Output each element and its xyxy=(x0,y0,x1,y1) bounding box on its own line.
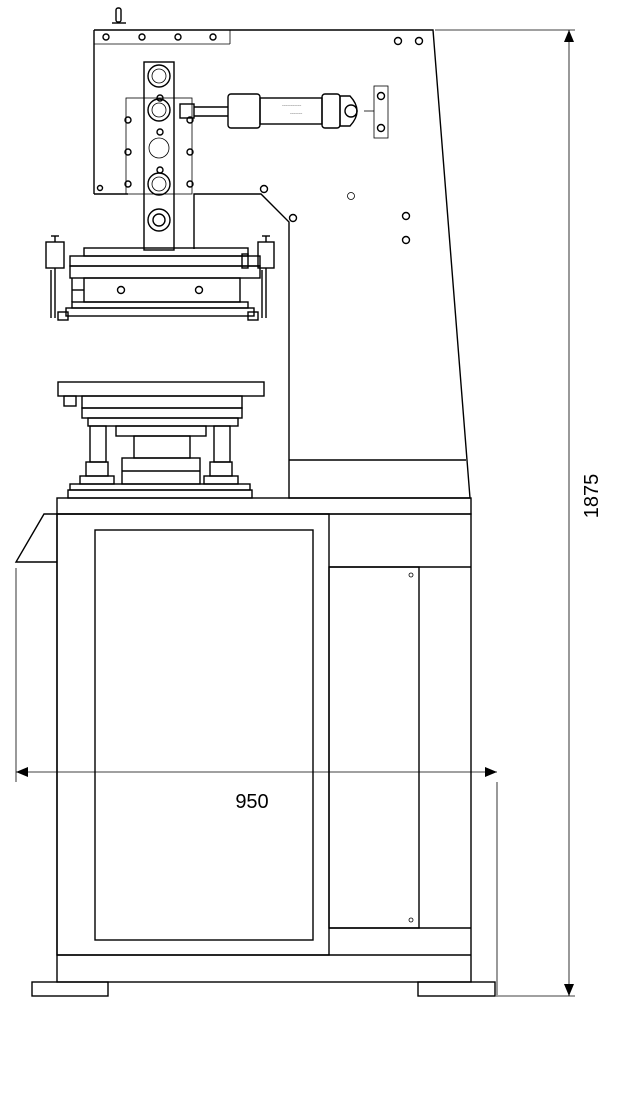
side-tray xyxy=(14,513,57,563)
cabinet-top xyxy=(56,497,472,515)
cabinet xyxy=(14,497,496,997)
cabinet-door-frame xyxy=(56,513,330,956)
frame-bolts xyxy=(96,36,424,245)
machine-head: ~~~~~~~~~~~ ~~~~~~~ xyxy=(93,7,471,499)
width-label: 950 xyxy=(235,791,268,813)
pneumatic-cylinder: ~~~~~~~~~~~ ~~~~~~~ xyxy=(179,85,389,139)
height-dimension xyxy=(435,29,575,997)
top-holes xyxy=(102,33,217,41)
c-frame-outline xyxy=(94,29,471,499)
arrow-down-icon xyxy=(564,984,574,996)
svg-text:~~~~~~~: ~~~~~~~ xyxy=(290,111,303,115)
svg-text:~~~~~~~~~~~: ~~~~~~~~~~~ xyxy=(282,103,302,107)
cabinet-door-panel xyxy=(94,529,314,941)
work-table xyxy=(57,381,265,499)
width-dimension xyxy=(15,568,498,997)
height-label: 1875 xyxy=(581,474,603,519)
arrow-right-icon xyxy=(485,767,497,777)
pad-assembly xyxy=(45,235,275,321)
foot-right xyxy=(417,981,496,997)
arrow-left-icon xyxy=(16,767,28,777)
side-panel xyxy=(328,566,420,929)
vertical-guide xyxy=(124,61,194,251)
foot-left xyxy=(31,981,109,997)
arrow-up-icon xyxy=(564,30,574,42)
top-handle xyxy=(115,7,122,23)
cabinet-body xyxy=(56,513,472,983)
